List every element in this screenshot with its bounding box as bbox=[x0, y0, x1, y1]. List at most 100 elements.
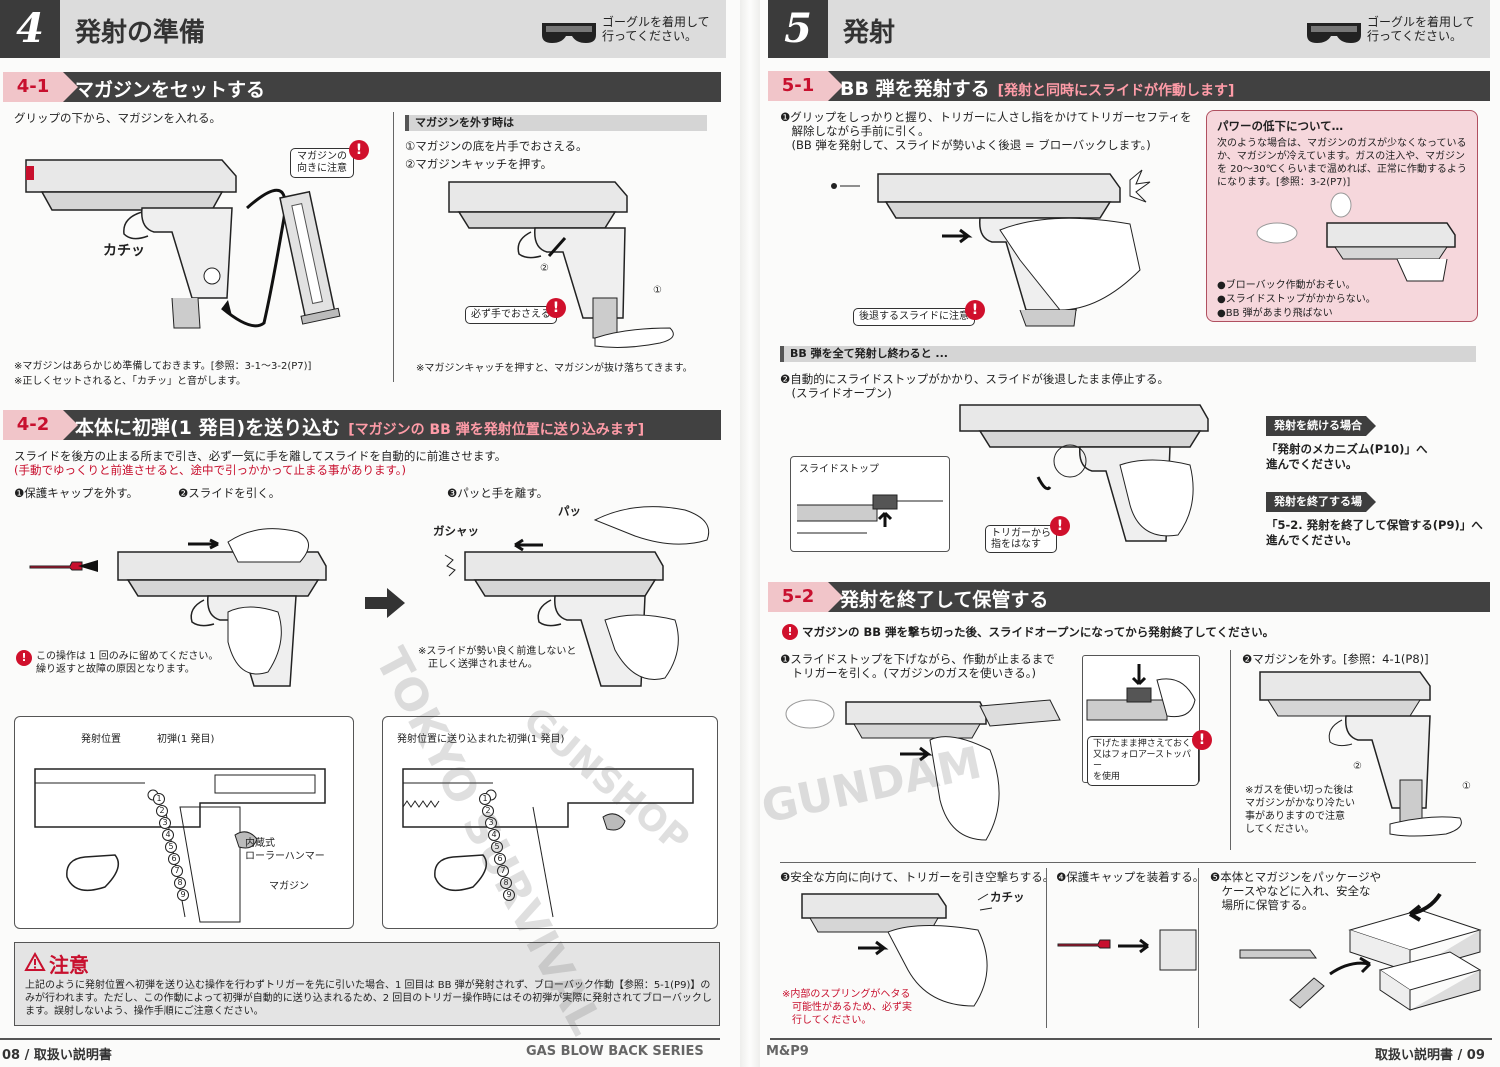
chapter-title: 発射の準備 bbox=[75, 18, 206, 48]
bb-round-3: 3 bbox=[159, 817, 171, 829]
section-number: 5-2 bbox=[768, 582, 843, 612]
slide-stop-label: スライドストップ bbox=[799, 464, 879, 475]
warning-icon: ! bbox=[16, 650, 32, 666]
warning-icon: ! bbox=[1050, 516, 1070, 536]
section-title: BB 弾を発射する[発射と同時にスライドが作動します] bbox=[840, 74, 1234, 101]
goggles-icon bbox=[542, 23, 596, 43]
remove-magazine-header: マガジンを外す時は bbox=[405, 115, 707, 131]
feed-step-3: ❸パッと手を離す。 bbox=[447, 486, 549, 500]
bb-round-1: 1 bbox=[153, 793, 165, 805]
warning-icon: ! bbox=[1192, 730, 1212, 750]
bb-round-7: 7 bbox=[171, 865, 183, 877]
slide-stop-hold-detail: 下げたまま押さえておく 又はフォロアーストッパー を使用 bbox=[1082, 655, 1200, 786]
slide-recoil-callout: 後退するスライドに注意 bbox=[853, 308, 975, 326]
remove-step-2: ②マガジンキャッチを押す。 bbox=[405, 157, 553, 171]
dry-fire-illustration bbox=[801, 893, 993, 1007]
marker-1: ① bbox=[653, 285, 662, 296]
power-bullet-2: ●スライドストップがかからない。 bbox=[1217, 294, 1376, 305]
section-number: 4-2 bbox=[3, 410, 78, 440]
bb-round-4: 4 bbox=[162, 829, 174, 841]
bb-round-9: 9 bbox=[177, 889, 189, 901]
slide-speed-note: ※スライドが勢い良く前進しないと 正しく送弾されません。 bbox=[418, 646, 577, 670]
sound-gasha: ガシャッ bbox=[433, 524, 479, 538]
warning-triangle-icon bbox=[24, 951, 46, 971]
end-step-1: ❶スライドストップを下げながら、作動が止まるまで トリガーを引く。(マガジンのガ… bbox=[780, 652, 1055, 680]
end-step-5: ❺本体とマガジンをパッケージや ケースやなどに入れ、安全な 場所に保管する。 bbox=[1210, 870, 1382, 912]
bb-round-2: 2 bbox=[156, 805, 168, 817]
preparation-note: ※マガジンはあらかじめ準備しておきます。[参照：3-1〜3-2(P7)] bbox=[14, 361, 312, 372]
divider bbox=[393, 112, 394, 382]
section-note: [発射と同時にスライドが作動します] bbox=[997, 83, 1235, 99]
section-note: [マガジンの BB 弾を発射位置に送り込みます] bbox=[348, 422, 645, 438]
dry-fire-click: カチッ bbox=[990, 890, 1025, 904]
trigger-release-callout: トリガーから 指をはなす bbox=[985, 525, 1057, 553]
fire-step-1: ❶グリップをしっかりと握り、トリガーに人さし指をかけてトリガーセフティを 解除し… bbox=[780, 110, 1192, 152]
section-header-5-1: 5-1 BB 弾を発射する[発射と同時にスライドが作動します] bbox=[768, 71, 1490, 101]
section-number: 5-1 bbox=[768, 71, 843, 101]
marker-1: ① bbox=[1462, 781, 1471, 792]
footer-page-right: 取扱い説明書 / 09 bbox=[1375, 1048, 1485, 1063]
feed-warning: (手動でゆっくりと前進させると、途中で引っかかって止まる事があります。) bbox=[14, 463, 407, 477]
bb-round-4: 4 bbox=[488, 829, 500, 841]
bb-round-6: 6 bbox=[494, 853, 506, 865]
pistol-remove-illustration bbox=[448, 181, 674, 348]
slide-open-illustration bbox=[959, 404, 1209, 542]
insert-instruction: グリップの下から、マガジンを入れる。 bbox=[14, 111, 221, 125]
chapter-header-4: 4 発射の準備 ゴーグルを着用して 行ってください。 bbox=[0, 0, 726, 58]
power-bullet-3: ●BB 弾があまり飛ばない bbox=[1217, 308, 1333, 319]
sound-pa: パッ bbox=[558, 504, 581, 518]
divider bbox=[780, 862, 1476, 863]
empty-magazine-header: BB 弾を全て発射し終わると ... bbox=[780, 346, 1476, 362]
warning-icon: ! bbox=[965, 300, 985, 320]
divider bbox=[1046, 868, 1047, 1028]
goggle-text: ゴーグルを着用して 行ってください。 bbox=[602, 15, 710, 43]
section-title: 発射を終了して保管する bbox=[840, 589, 1049, 611]
hold-callout: 必ず手でおさえる bbox=[465, 306, 557, 324]
bb-round-2: 2 bbox=[482, 805, 494, 817]
end-firing-text: 「5-2. 発射を終了して保管する(P9)」へ 進んでください。 bbox=[1266, 518, 1483, 547]
section-header-5-2: 5-2 発射を終了して保管する bbox=[768, 582, 1490, 612]
power-drop-title: パワーの低下について… bbox=[1217, 119, 1344, 133]
hold-down-callout: 下げたまま押さえておく 又はフォロアーストッパー を使用 bbox=[1087, 736, 1199, 786]
page-gutter bbox=[740, 0, 760, 1067]
label-magazine: マガジン bbox=[269, 881, 309, 892]
remove-step-1: ①マガジンの底を片手でおさえる。 bbox=[405, 139, 588, 153]
chapter-header-5: 5 発射 ゴーグルを着用して 行ってください。 bbox=[768, 0, 1490, 58]
bb-round-8: 8 bbox=[500, 877, 512, 889]
internal-mechanism-before bbox=[34, 768, 326, 923]
slide-release-illustration bbox=[444, 506, 710, 687]
power-bullet-1: ●ブローバック作動がおそい。 bbox=[1217, 280, 1356, 291]
bb-round-7: 7 bbox=[497, 865, 509, 877]
feed-intro: スライドを後方の止まる所まで引き、必ず一気に手を離してスライドを自動的に前進させ… bbox=[14, 449, 507, 463]
label-first-round: 初弾(1 発目) bbox=[157, 734, 215, 745]
stop-warning: マガジンの BB 弾を撃ち切った後、スライドオープンになってから発射終了してくだ… bbox=[802, 625, 1275, 639]
spring-note: ※内部のスプリングがヘタる 可能性があるため、必ず実 行してください。 bbox=[782, 989, 912, 1026]
goggle-text: ゴーグルを着用して 行ってください。 bbox=[1367, 15, 1475, 43]
cap-install-illustration bbox=[1057, 929, 1197, 971]
bb-round-8: 8 bbox=[174, 877, 186, 889]
end-step-3: ❸安全な方向に向けて、トリガーを引き空撃ちする。 bbox=[780, 870, 1055, 884]
right-page: 5 発射 ゴーグルを着用して 行ってください。 5-1 BB 弾を発射する[発射… bbox=[760, 0, 1500, 1067]
bb-round-5: 5 bbox=[165, 841, 177, 853]
bb-round-5: 5 bbox=[491, 841, 503, 853]
caution-text: 上記のように発射位置へ初弾を送り込む操作を行わずトリガーを先に引いた場合、1 回… bbox=[25, 980, 712, 1017]
click-note: ※正しくセットされると、「カチッ」と音がします。 bbox=[14, 376, 246, 387]
end-step-4: ❹保護キャップを装着する。 bbox=[1056, 870, 1205, 884]
slide-stop-press-closeup bbox=[1086, 664, 1196, 721]
feed-step-2: ❷スライドを引く。 bbox=[178, 486, 281, 500]
continue-firing-tag: 発射を続ける場合 bbox=[1266, 416, 1376, 436]
power-drop-text: 次のような場合は、マガジンのガスが少なくなっているか、マガジンが冷えています。ガ… bbox=[1217, 138, 1467, 188]
chapter-number: 5 bbox=[768, 0, 828, 58]
continue-firing-text: 「発射のメカニズム(P10)」へ 進んでください。 bbox=[1266, 442, 1428, 471]
label-fed-round: 発射位置に送り込まれた初弾(1 発目) bbox=[397, 734, 565, 745]
footer-series: GAS BLOW BACK SERIES bbox=[526, 1044, 704, 1059]
warning-icon: ! bbox=[349, 140, 369, 160]
label-roller-hammer: 内蔵式 ローラーハンマー bbox=[245, 838, 325, 862]
storage-illustration bbox=[1239, 892, 1482, 1011]
label-fire-position: 発射位置 bbox=[81, 734, 121, 745]
footer-rule bbox=[0, 1038, 720, 1040]
marker-2: ② bbox=[1353, 761, 1362, 772]
once-only-note: この操作は 1 回のみに留めてください。 繰り返すと故障の原因となります。 bbox=[36, 651, 219, 675]
